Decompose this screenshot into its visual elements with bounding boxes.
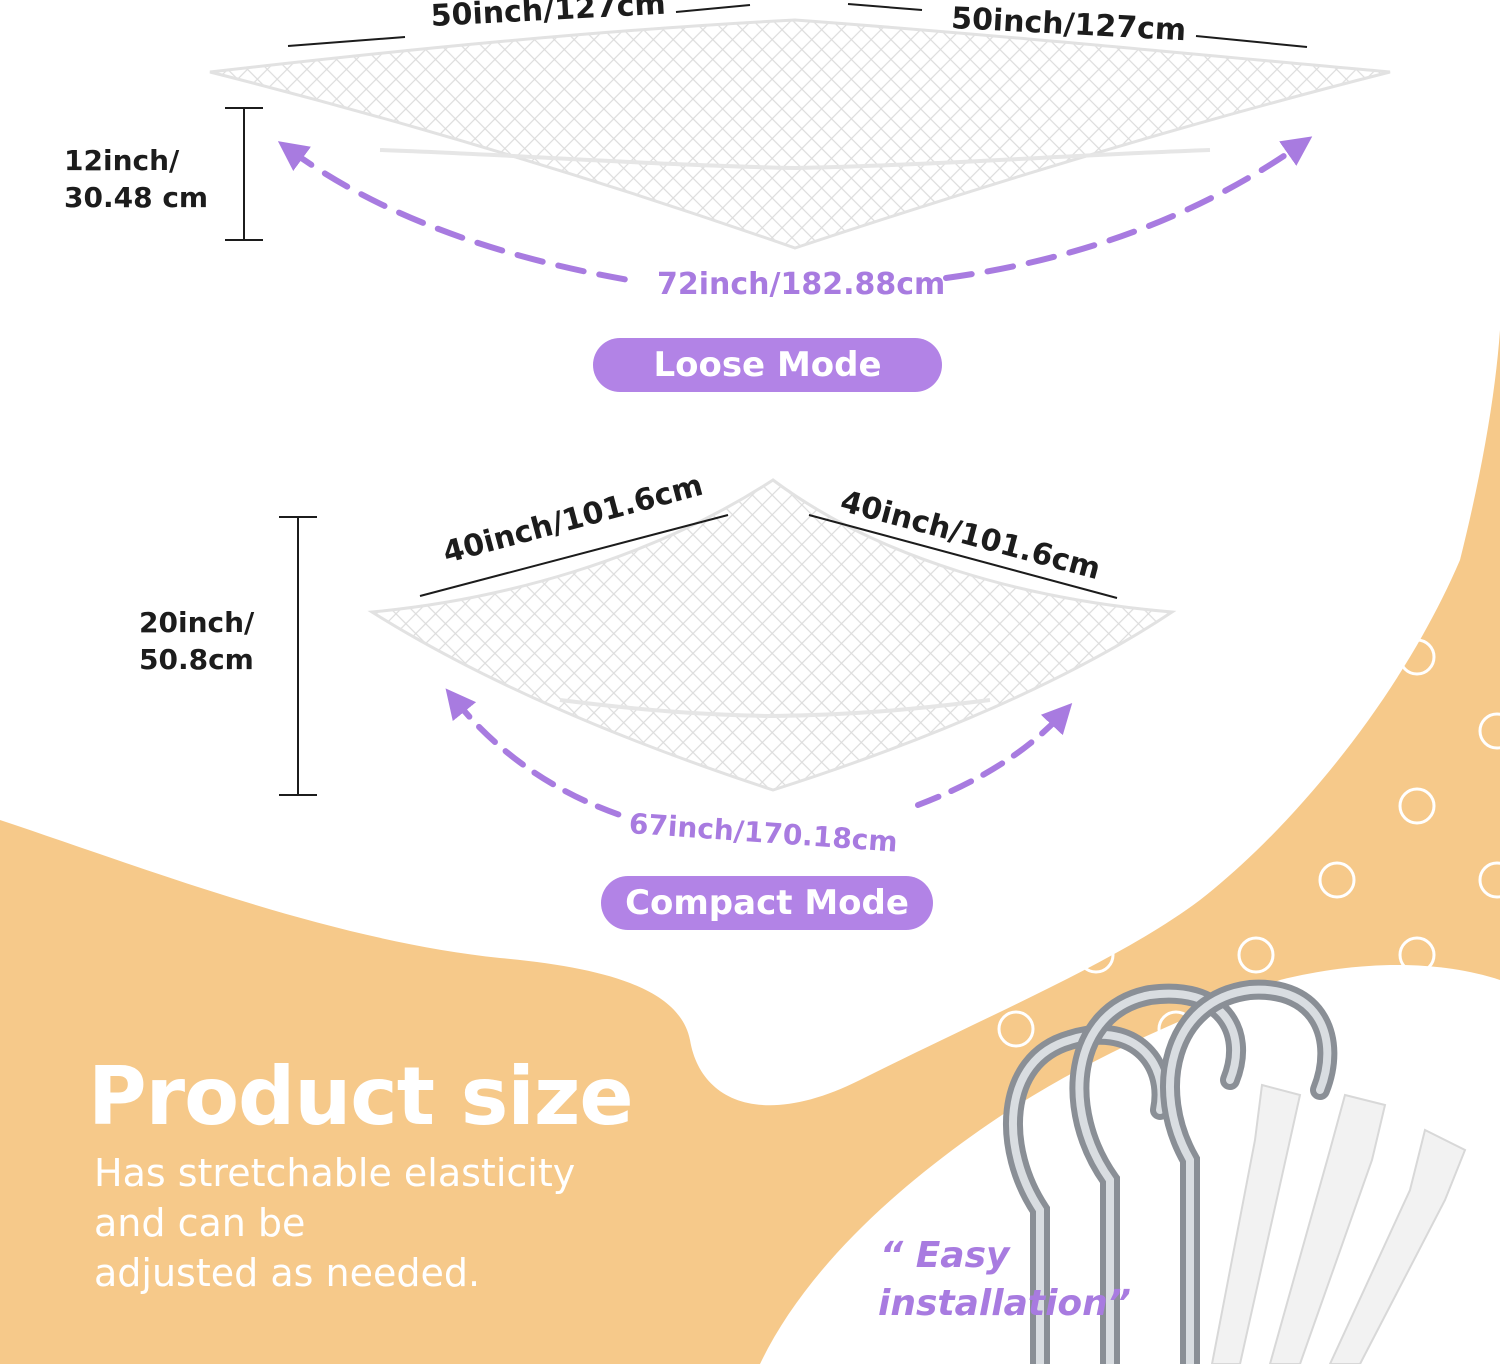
easy-installation-line2: installation” — [878, 1283, 1131, 1324]
dimension-lines-compact — [279, 514, 1118, 796]
easy-installation-line1: “ Easy — [880, 1235, 1010, 1276]
product-description-line3: adjusted as needed. — [94, 1251, 481, 1295]
loose-span-label: 72inch/182.88cm — [657, 267, 946, 302]
wall-anchor-icon — [1210, 1083, 1467, 1364]
dimension-lines-loose — [225, 3, 1308, 241]
product-description-line2: and can be — [94, 1201, 306, 1245]
loose-mode-pill: Loose Mode — [593, 338, 942, 392]
circle-pattern — [997, 638, 1500, 1048]
arrow-icon — [455, 700, 1062, 818]
compact-height-line2: 50.8cm — [139, 643, 254, 676]
hammock-net-image — [209, 18, 1391, 250]
loose-height-line2: 30.48 cm — [64, 181, 209, 214]
compact-height-line1: 20inch/ — [139, 606, 255, 639]
screw-hook-icon — [1002, 979, 1338, 1364]
loose-height-line1: 12inch/ — [64, 144, 180, 177]
loose-height-label: 12inch/ 30.48 cm — [64, 142, 208, 216]
compact-mode-pill: Compact Mode — [601, 876, 933, 930]
arrow-icon — [290, 145, 1300, 285]
product-description-line1: Has stretchable elasticity — [94, 1151, 576, 1195]
compact-height-label: 20inch/ 50.8cm — [139, 604, 254, 678]
product-size-heading: Product size — [88, 1050, 634, 1143]
